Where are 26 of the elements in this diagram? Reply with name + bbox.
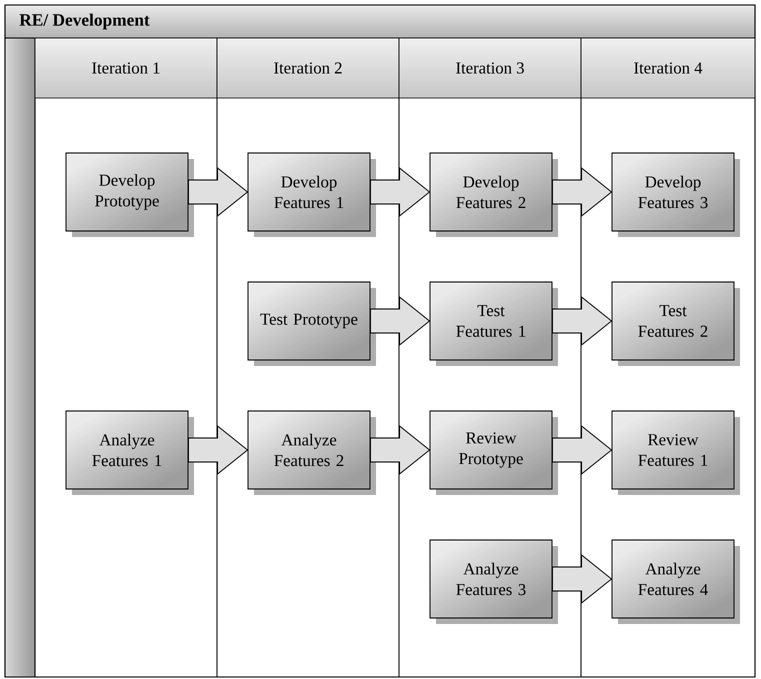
- task-box: Test Features 2: [612, 282, 740, 366]
- block-arrow: [552, 425, 612, 475]
- lane-header: Iteration 1: [34, 38, 218, 98]
- lane-header: Iteration 3: [398, 38, 582, 98]
- task-box: Review Features 1: [612, 410, 740, 495]
- block-arrow: [370, 425, 430, 475]
- task-box: Develop Prototype: [66, 152, 194, 237]
- lane-header: Iteration 2: [216, 38, 400, 98]
- task-box: Develop Features 2: [430, 152, 558, 237]
- task-box: Analyze Features 2: [248, 410, 376, 495]
- lane-header: Iteration 4: [580, 38, 756, 98]
- task-box: Review Prototype: [430, 410, 558, 495]
- block-arrow: [370, 167, 430, 217]
- task-box: Develop Features 3: [612, 152, 740, 237]
- task-box: Develop Features 1: [248, 152, 376, 237]
- block-arrow: [370, 296, 430, 346]
- block-arrow: [188, 425, 248, 475]
- task-box: Test Features 1: [430, 282, 558, 366]
- task-box: Analyze Features 1: [66, 410, 194, 495]
- block-arrow: [552, 554, 612, 604]
- task-box: Analyze Features 4: [612, 540, 740, 624]
- block-arrow: [188, 167, 248, 217]
- task-box: Analyze Features 3: [430, 540, 558, 624]
- block-arrow: [552, 296, 612, 346]
- task-box: Test Prototype: [248, 282, 376, 366]
- block-arrow: [552, 167, 612, 217]
